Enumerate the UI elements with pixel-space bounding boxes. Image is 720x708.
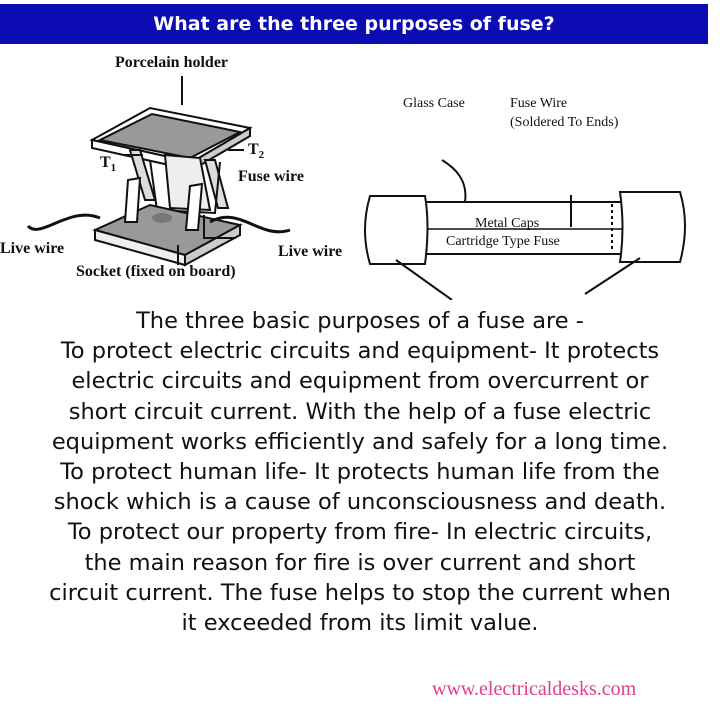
label-t2: T2 (248, 141, 265, 161)
fuse-diagrams: Porcelain holder T1 T2 Fuse wire Live wi… (0, 54, 686, 300)
label-cartridge-caption: Cartridge Type Fuse (446, 234, 560, 249)
body-line: The three basic purposes of a fuse are - (136, 308, 584, 334)
label-live-wire-right: Live wire (278, 243, 342, 260)
body-line: equipment works efficiently and safely f… (51, 428, 669, 455)
body-line: short circuit current. With the help of … (68, 398, 652, 425)
label-porcelain-holder: Porcelain holder (115, 54, 228, 71)
body-line: the main reason for fire is over current… (84, 549, 636, 576)
label-metal-caps: Metal Caps (475, 216, 539, 231)
body-line: To protect our property from fire- In el… (67, 519, 653, 546)
label-t1: T1 (100, 154, 116, 174)
label-live-wire-left: Live wire (0, 240, 64, 257)
label-fuse-wire: Fuse wire (238, 168, 304, 185)
body-line: shock which is a cause of unconsciousnes… (53, 489, 667, 516)
label-soldered-note: (Soldered To Ends) (510, 115, 619, 130)
rewireable-fuse-diagram (26, 76, 291, 267)
cartridge-fuse-diagram (364, 159, 686, 300)
body-line: circuit current. The fuse helps to stop … (49, 579, 671, 606)
body-line: To protect human life- It protects human… (60, 459, 660, 486)
page-title: What are the three purposes of fuse? (153, 13, 555, 35)
label-fuse-wire-right: Fuse Wire (510, 96, 567, 111)
body-line: electric circuits and equipment from ove… (71, 368, 649, 395)
body-line: To protect electric circuits and equipme… (60, 338, 660, 365)
body-line: it exceeded from its limit value. (181, 610, 539, 637)
body-text: The three basic purposes of a fuse are -… (0, 306, 720, 638)
website-watermark: www.electricaldesks.com (432, 678, 637, 700)
title-banner: What are the three purposes of fuse? (0, 4, 708, 44)
label-socket: Socket (fixed on board) (76, 263, 236, 280)
label-glass-case: Glass Case (403, 96, 465, 111)
